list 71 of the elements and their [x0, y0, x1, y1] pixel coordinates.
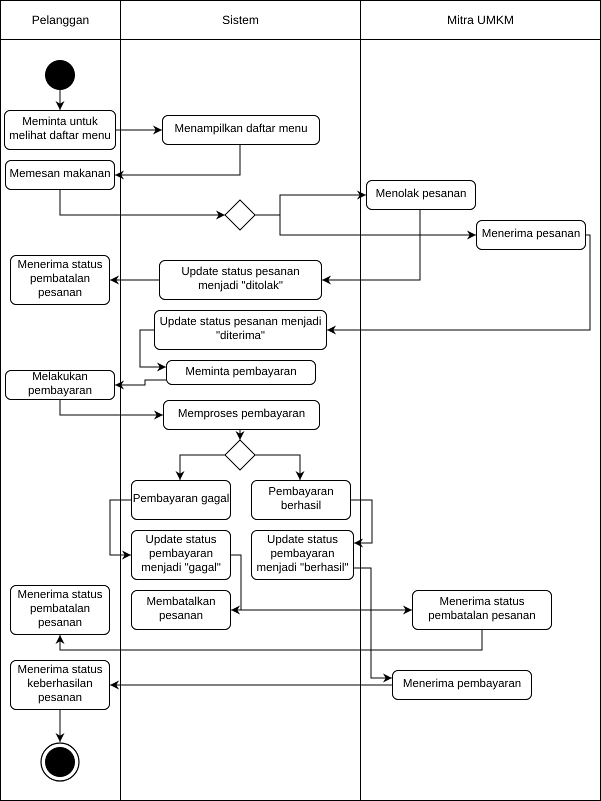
swimlane	[0, 0, 121, 801]
arrow	[140, 330, 166, 372]
start-node	[45, 60, 75, 90]
action-box	[131, 590, 231, 630]
arrow	[110, 680, 392, 690]
arrow	[56, 630, 482, 650]
action-box	[159, 260, 322, 300]
arrow	[60, 400, 164, 420]
action-box	[131, 530, 231, 580]
action-box	[5, 160, 115, 190]
action-text: Menerima status pembatalan pesanan	[427, 596, 537, 624]
action-box	[154, 310, 327, 350]
arrow	[254, 214, 476, 240]
action-text: Update status pembayaran menjadi "gagal"	[140, 534, 222, 576]
action-box	[4, 110, 116, 150]
action-text: Menerima status pembatalan pesanan	[16, 259, 104, 301]
action-text: Menerima status pembatalan pesanan	[16, 589, 104, 631]
action-box	[366, 180, 476, 210]
arrow	[116, 126, 162, 134]
action-text: Meminta pembayaran	[185, 366, 297, 380]
arrow	[254, 454, 304, 480]
action-box	[412, 590, 552, 630]
action-text: Melakukan pembayaran	[27, 371, 93, 399]
action-text: Update status pesanan menjadi "ditolak"	[180, 266, 301, 294]
action-text: Memesan makanan	[10, 168, 110, 182]
arrow	[60, 190, 226, 220]
decision-diamond	[225, 440, 255, 470]
action-box	[10, 660, 110, 710]
arrow	[110, 500, 132, 560]
action-text: Menerima pesanan	[482, 228, 580, 242]
swimlane	[120, 0, 361, 801]
arrow	[56, 90, 64, 110]
arrow	[354, 568, 392, 682]
decision-diamond	[225, 200, 255, 230]
action-text: Menolak pesanan	[376, 188, 466, 202]
action-box	[163, 400, 320, 430]
action-text: Menerima pembayaran	[402, 678, 522, 692]
arrow	[110, 276, 160, 284]
arrow	[322, 210, 420, 284]
arrow	[176, 454, 226, 480]
action-text: Menerima status keberhasilan pesanan	[16, 664, 104, 706]
arrow	[114, 144, 240, 180]
lane-header: Mitra UMKM	[361, 1, 600, 40]
action-box	[476, 220, 586, 250]
action-box	[162, 115, 320, 145]
action-text: Memproses pembayaran	[178, 408, 306, 422]
action-text: Update status pembayaran menjadi "berhasil"	[256, 534, 350, 576]
arrow	[230, 554, 242, 614]
arrow	[326, 234, 590, 334]
action-box	[251, 480, 351, 520]
action-text: Pembayaran gagal	[132, 493, 230, 507]
action-box	[10, 585, 110, 635]
arrow	[236, 430, 244, 440]
arrow	[56, 710, 64, 742]
action-box	[392, 670, 532, 700]
action-box	[10, 255, 110, 305]
action-text: Meminta untuk melihat daftar menu	[8, 116, 112, 144]
action-box	[131, 480, 231, 520]
action-text: Membatalkan pesanan	[145, 596, 217, 624]
action-box	[5, 370, 115, 400]
action-text: Pembayaran berhasil	[267, 486, 335, 514]
end-node	[40, 742, 80, 782]
action-text: Menampilkan daftar menu	[174, 123, 308, 137]
action-text: Update status pesanan menjadi "diterima"	[158, 316, 322, 344]
swimlane	[360, 0, 601, 801]
action-box	[166, 360, 316, 385]
arrow	[230, 606, 412, 614]
arrow	[350, 500, 372, 548]
arrow	[114, 380, 166, 390]
lane-header: Pelanggan	[1, 1, 120, 40]
lane-header: Sistem	[121, 1, 360, 40]
